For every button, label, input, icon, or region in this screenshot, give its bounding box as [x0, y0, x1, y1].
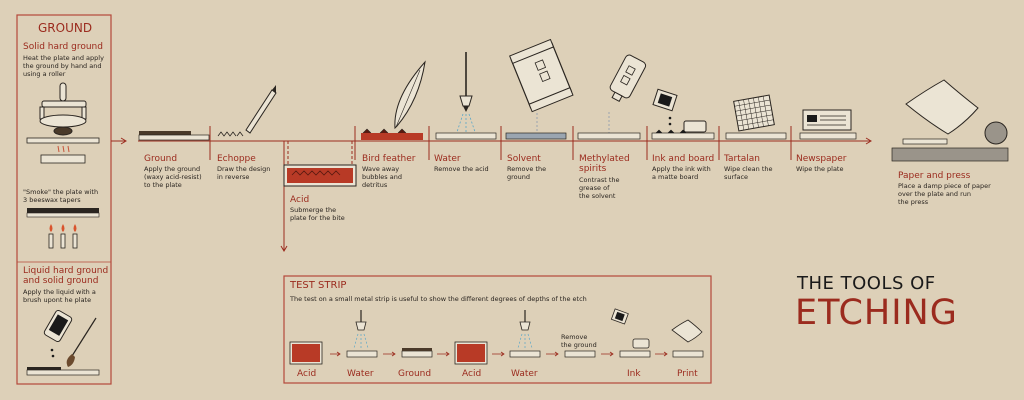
test-strip-desc: The test on a small metal strip is usefu…: [290, 295, 587, 303]
water-spray-icon: [456, 113, 476, 133]
test-label-acid: Acid: [297, 369, 317, 379]
test-label-ink: Ink: [627, 369, 641, 379]
test-label-ground: Ground: [398, 369, 432, 379]
smoke-desc: "Smoke" the plate with 3 beeswax tapers: [23, 188, 99, 204]
test-strip-heading: TEST STRIP: [290, 280, 347, 291]
step-ink-board-title: Ink and board: [652, 154, 715, 164]
ink-plate: [651, 132, 715, 140]
step-water-title: Water: [434, 154, 461, 164]
acid-bath-icon: [283, 164, 357, 187]
ground-panel-heading: GROUND: [38, 21, 93, 35]
test-strip-graphics: [289, 308, 704, 365]
liquid-ground-bottle-icon: [43, 309, 73, 358]
ground-panel-frame: [16, 14, 112, 385]
heated-plate: [26, 137, 100, 144]
step-tartalan-title: Tartalan: [724, 154, 760, 164]
spirits-plate: [577, 132, 641, 140]
newspaper-plate: [799, 132, 857, 140]
step-echoppe-desc: Draw the design in reverse: [217, 165, 271, 181]
step-ink-board-desc: Apply the ink with a matte board: [652, 165, 711, 181]
step-methylated-spirits-desc: Contrast the grease of the solvent: [579, 176, 620, 200]
liquid-plate: [26, 369, 100, 376]
step-tartalan-desc: Wipe clean the surface: [724, 165, 773, 181]
step-acid-desc: Submerge the plate for the bite: [290, 206, 345, 222]
bird-feather-icon: [394, 60, 426, 130]
feather-acid-plate: [361, 133, 423, 140]
damp-paper-icon: [905, 79, 979, 135]
step-newspaper-desc: Wipe the plate: [796, 165, 844, 173]
step-bird-feather-title: Bird feather: [362, 154, 416, 164]
step-methylated-spirits-title: Methylated spirits: [579, 154, 630, 174]
step-ground-desc: Apply the ground (waxy acid-resist) to t…: [144, 165, 202, 189]
water-brush-icon: [459, 52, 473, 112]
step-paper-press-title: Paper and press: [898, 171, 971, 181]
smoked-plate: [27, 208, 99, 213]
water-plate: [435, 132, 497, 140]
tartalan-plate: [725, 132, 787, 140]
heat-icon: [57, 145, 70, 153]
title-line2: ETCHING: [795, 293, 958, 333]
test-label-print: Print: [677, 369, 698, 379]
test-label-water: Water: [347, 369, 374, 379]
step-ground-title: Ground: [144, 154, 178, 164]
step-newspaper-title: Newspaper: [796, 154, 847, 164]
test-strip-frame: [283, 275, 712, 384]
step-water-desc: Remove the acid: [434, 165, 489, 173]
solid-ground-desc: Heat the plate and apply the ground by h…: [23, 54, 104, 78]
test-label-acid-2: Acid: [462, 369, 482, 379]
test-strip-remove-note: Remove the ground: [561, 333, 597, 349]
tartalan-icon: [733, 94, 775, 132]
liquid-ground-desc: Apply the liquid with a brush upont he p…: [23, 288, 96, 304]
solid-ground-title: Solid hard ground: [23, 42, 103, 52]
step-solvent-title: Solvent: [507, 154, 541, 164]
roller-icon: [39, 82, 87, 136]
step-echoppe-title: Echoppe: [217, 154, 256, 164]
brush-icon: [66, 317, 97, 367]
solvent-plate: [505, 132, 567, 140]
press-roller-icon: [984, 121, 1008, 145]
step-paper-press-desc: Place a damp piece of paper over the pla…: [898, 182, 991, 206]
ink-board-icon: [652, 88, 707, 133]
test-label-water-2: Water: [511, 369, 538, 379]
beeswax-tapers-icon: [48, 224, 78, 249]
echoppe-icon: [245, 85, 277, 134]
methylated-spirits-bottle-icon: [609, 54, 647, 102]
liquid-ground-title: Liquid hard ground and solid ground: [23, 266, 109, 286]
process-flow: [111, 137, 872, 252]
solvent-can-icon: [509, 38, 574, 113]
step-dividers: [209, 126, 792, 160]
newspaper-icon: [802, 109, 852, 131]
press-bed: [891, 147, 1009, 162]
step-bird-feather-desc: Wave away bubbles and detritus: [362, 165, 402, 189]
title-line1: THE TOOLS OF: [797, 273, 936, 294]
step-solvent-desc: Remove the ground: [507, 165, 547, 181]
ground-plate: [139, 131, 191, 135]
press-plate: [902, 138, 948, 145]
step-acid-title: Acid: [290, 195, 310, 205]
hotplate: [40, 154, 86, 164]
